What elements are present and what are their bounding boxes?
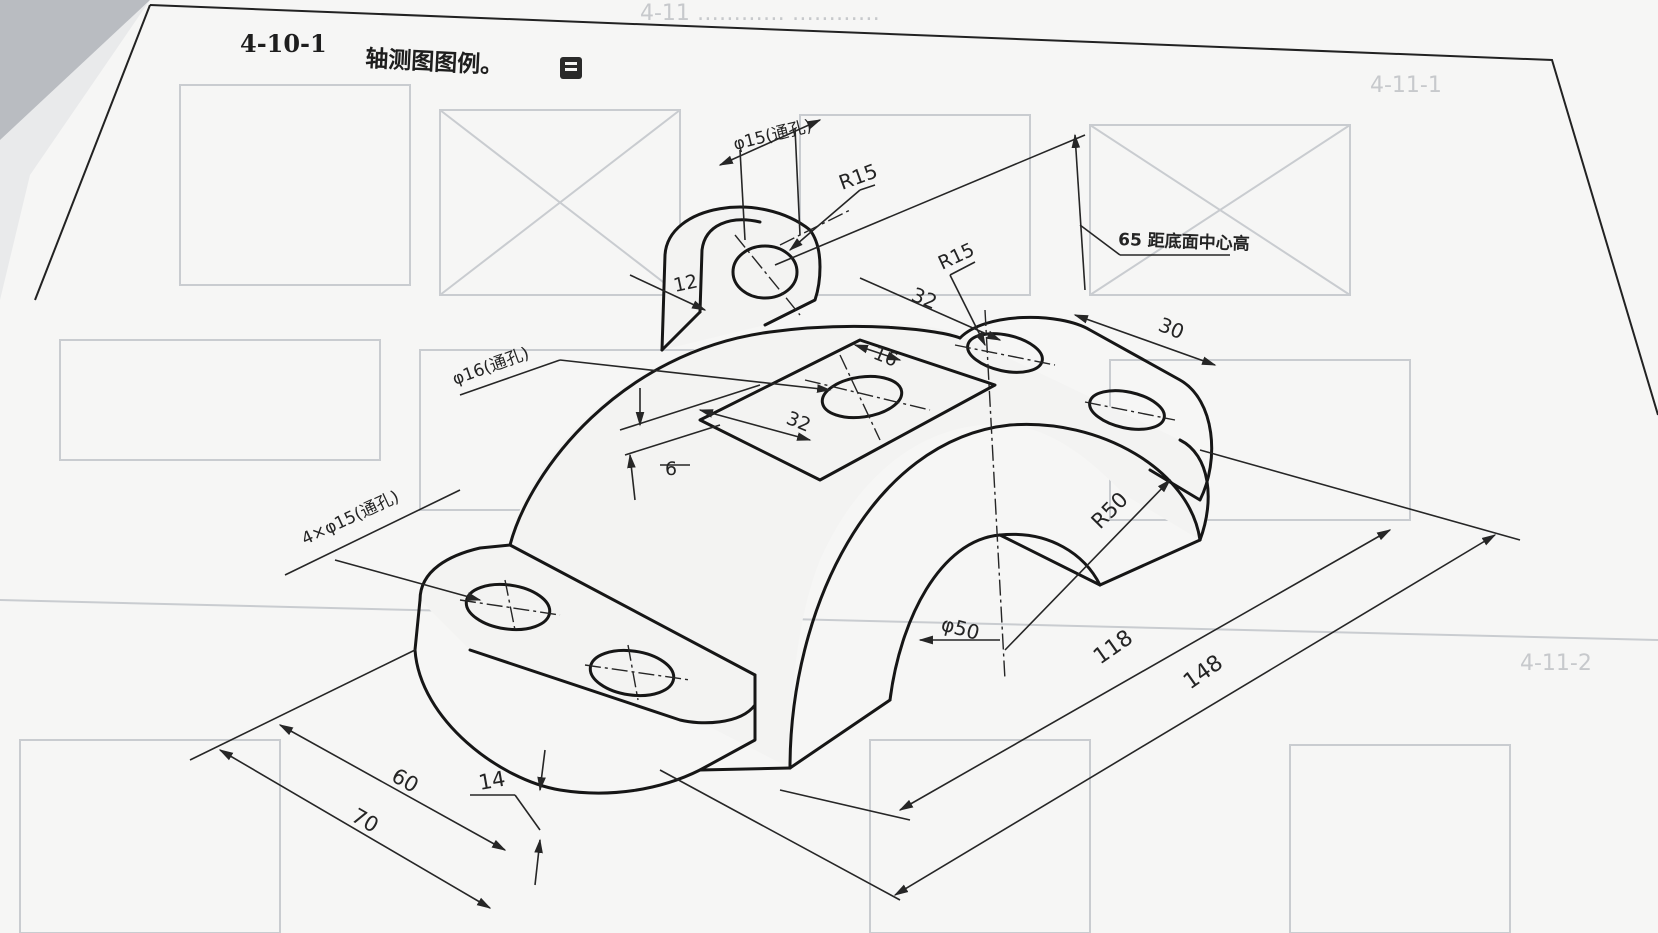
label-center-height: 65 距底面中心高: [1118, 229, 1250, 255]
dimension-lines: [189, 119, 1521, 909]
arch-back-outer: [508, 324, 962, 547]
sheet-border-left: [34, 4, 151, 301]
sheet-border: [149, 4, 1658, 416]
label-pad-height: 6: [665, 458, 677, 480]
arch-front-outer: [788, 422, 1202, 770]
left-flange-side: [413, 598, 757, 795]
figure-title: 4-10-1 轴测图图例。: [240, 29, 582, 79]
right-boss-hole-1: [966, 332, 1044, 374]
bearing-block-part: [413, 205, 1214, 795]
lug-hole: [731, 244, 799, 300]
ghost-text-top: 4-11 ………… …………: [640, 1, 880, 26]
arch-bottom-edge: [788, 698, 892, 770]
lug: [660, 205, 822, 352]
ghost-text-right-top: 4-11-1: [1370, 73, 1442, 98]
label-lug-thickness: 12: [671, 270, 699, 297]
lug-front-edge: [698, 218, 762, 314]
mirrored-ghost-text: 4-11 ………… ………… 4-11-1 4-11-2: [640, 1, 1592, 676]
figure-number: 4-10-1: [240, 29, 327, 58]
lug-base-edge: [660, 310, 702, 352]
base-hole-2: [588, 648, 676, 698]
base-bottom-edge: [698, 766, 792, 772]
right-boss-side: [1178, 438, 1210, 542]
right-boss-hole-2: [1088, 389, 1166, 431]
right-boss-top: [958, 315, 1214, 502]
top-pad-hole: [820, 374, 904, 420]
label-base-thickness: 14: [477, 767, 507, 795]
top-pad: [698, 338, 997, 482]
ghost-text-right-mid: 4-11-2: [1520, 651, 1592, 676]
